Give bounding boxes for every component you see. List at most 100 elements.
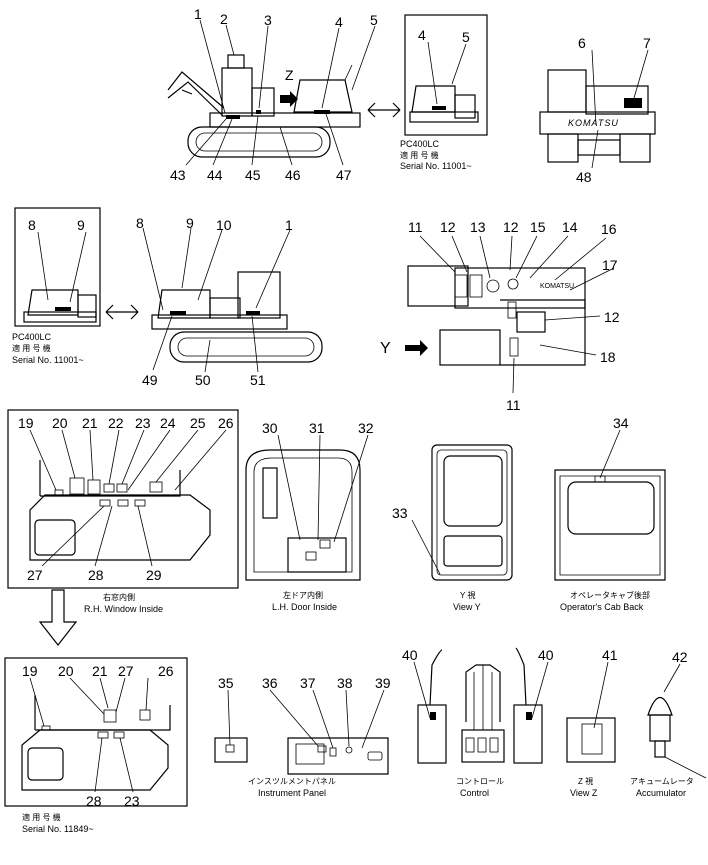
- callout-12c: 12: [604, 309, 620, 325]
- caption-view-y-jp: Y 視: [460, 591, 475, 600]
- top-view-brand-mark: KOMATSU: [540, 283, 574, 290]
- callout-51: 51: [250, 372, 266, 388]
- callout-1: 1: [194, 6, 202, 22]
- caption-control: Control: [460, 788, 489, 798]
- control-levers: [413, 647, 549, 764]
- note-serial-11849-applies: 適 用 号 機: [22, 812, 61, 822]
- caption-view-y: View Y: [453, 602, 481, 612]
- callout-14: 14: [562, 219, 578, 235]
- brand-mark: KOMATSU: [568, 118, 619, 128]
- callout-47: 47: [336, 167, 352, 183]
- excavator-side-view: Z: [167, 54, 361, 158]
- caption-view-z: View Z: [570, 788, 598, 798]
- callout-32: 32: [358, 420, 374, 436]
- note-top-model: PC400LC: [400, 139, 440, 149]
- caption-lh-door-jp: 左ドア内側: [283, 590, 323, 600]
- view-z-bracket: [566, 661, 616, 763]
- note-serial-11849: Serial No. 11849~: [22, 824, 94, 834]
- down-arrow-icon: [38, 589, 78, 646]
- view-y-letter: Y: [380, 340, 391, 357]
- callout-17: 17: [602, 257, 618, 273]
- callout-44: 44: [207, 167, 223, 183]
- callout-42: 42: [672, 649, 688, 665]
- note-top-applies: 適 用 号 機: [400, 150, 439, 160]
- callout-13: 13: [470, 219, 486, 235]
- callout-5: 5: [370, 12, 378, 28]
- callout-27: 27: [27, 567, 43, 583]
- callout-36: 36: [262, 675, 278, 691]
- callout-45: 45: [245, 167, 261, 183]
- caption-panel: Instrument Panel: [258, 788, 326, 798]
- upper-structure-top-view: KOMATSU: [405, 235, 615, 394]
- excavator-left-side-view: [142, 227, 323, 373]
- callout-21: 21: [82, 415, 98, 431]
- callout-28b: 28: [86, 793, 102, 809]
- callout-3: 3: [264, 12, 272, 28]
- caption-rh-window-jp: 右窓内側: [103, 592, 135, 602]
- note-left-applies: 適 用 号 機: [12, 343, 51, 353]
- caption-view-z-jp: Z 視: [578, 777, 593, 786]
- lh-door-panel: [245, 434, 369, 581]
- caption-rh-window: R.H. Window Inside: [84, 604, 163, 614]
- callout-20b: 20: [58, 663, 74, 679]
- rh-window-panel: [7, 409, 239, 589]
- callout-20: 20: [52, 415, 68, 431]
- callout-40b: 40: [538, 647, 554, 663]
- callout-18: 18: [600, 349, 616, 365]
- callout-33: 33: [392, 505, 408, 521]
- callout-24: 24: [160, 415, 176, 431]
- callout-31: 31: [309, 420, 325, 436]
- note-left-model: PC400LC: [12, 332, 52, 342]
- note-left-serial: Serial No. 11001~: [12, 355, 84, 365]
- callout-7: 7: [643, 35, 651, 51]
- callout-8: 8: [136, 215, 144, 231]
- callout-35: 35: [218, 675, 234, 691]
- callout-41: 41: [602, 647, 618, 663]
- callout-11b: 11: [506, 397, 521, 413]
- callout-25: 25: [190, 415, 206, 431]
- caption-cab-back-jp: オペレータキャブ後部: [570, 590, 650, 600]
- callout-11: 11: [408, 219, 423, 235]
- callout-50: 50: [195, 372, 211, 388]
- callout-26: 26: [218, 415, 234, 431]
- callout-12: 12: [440, 219, 456, 235]
- callout-40: 40: [402, 647, 418, 663]
- callout-48: 48: [576, 169, 592, 185]
- caption-cab-back: Operator's Cab Back: [560, 602, 644, 612]
- view-z-letter: Z: [285, 67, 294, 83]
- caption-panel-jp: インスツルメントパネル: [248, 777, 336, 786]
- callout-23: 23: [135, 415, 151, 431]
- callout-46: 46: [285, 167, 301, 183]
- caption-accumulator-jp: アキュームレータ: [630, 777, 694, 786]
- callout-9b: 9: [77, 217, 85, 233]
- callout-37: 37: [300, 675, 316, 691]
- view-y-door: [411, 444, 513, 581]
- callout-4: 4: [335, 14, 343, 30]
- callout-lines-top-left: [185, 19, 376, 166]
- callout-43: 43: [170, 167, 186, 183]
- callout-34: 34: [613, 415, 629, 431]
- callout-27b: 27: [118, 663, 134, 679]
- alternate-arrow-icon: [367, 102, 401, 118]
- caption-control-jp: コントロール: [456, 777, 504, 786]
- callout-8b: 8: [28, 217, 36, 233]
- alternate-arrow-icon-2: [105, 304, 139, 320]
- callout-29: 29: [146, 567, 162, 583]
- callout-28: 28: [88, 567, 104, 583]
- callout-22: 22: [108, 415, 124, 431]
- callout-23b: 23: [124, 793, 140, 809]
- pc400lc-inset-left: 8 9: [14, 207, 101, 327]
- callout-15: 15: [530, 219, 546, 235]
- view-z-arrow: [280, 91, 298, 107]
- callout-21b: 21: [92, 663, 108, 679]
- callout-5b: 5: [462, 29, 470, 45]
- operator-cab-back: [554, 429, 666, 581]
- callout-2: 2: [220, 11, 228, 27]
- instrument-panel: [214, 689, 389, 775]
- callout-1b: 1: [285, 217, 293, 233]
- accumulator: [647, 663, 707, 779]
- callout-10: 10: [216, 217, 232, 233]
- callout-19: 19: [18, 415, 34, 431]
- callout-19b: 19: [22, 663, 38, 679]
